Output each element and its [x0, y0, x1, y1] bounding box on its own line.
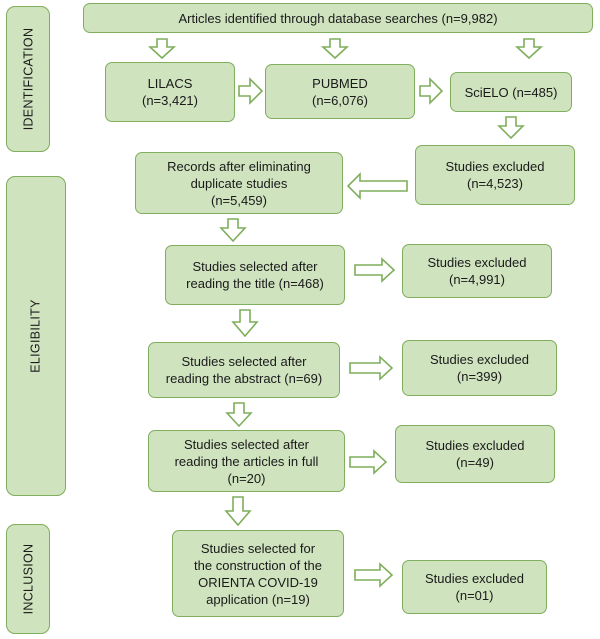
right-arrow-icon [349, 355, 394, 381]
down-arrow-icon [497, 116, 525, 140]
down-arrow-icon [147, 38, 177, 60]
node-final-selected: Studies selected for the construction of… [172, 530, 344, 617]
right-arrow-icon [354, 257, 396, 283]
node-excluded-5-text: Studies excluded (n=01) [424, 571, 524, 603]
right-arrow-icon [349, 449, 388, 475]
node-excluded-1: Studies excluded (n=4,523) [415, 145, 575, 205]
node-excluded-5: Studies excluded (n=01) [402, 560, 547, 614]
node-excluded-2-text: Studies excluded (n=4,991) [427, 255, 527, 287]
node-abstract-selected-text: Studies selected after reading the abstr… [165, 354, 323, 386]
node-after-duplicates: Records after eliminating duplicate stud… [135, 152, 343, 214]
node-pubmed-text: PUBMED (n=6,076) [311, 75, 368, 108]
left-arrow-icon [346, 172, 408, 200]
node-after-duplicates-text: Records after eliminating duplicate stud… [167, 158, 311, 208]
down-arrow-icon [224, 496, 252, 527]
node-excluded-3: Studies excluded (n=399) [402, 340, 557, 396]
down-arrow-icon [514, 38, 544, 60]
right-arrow-icon [354, 562, 394, 588]
stage-inclusion: INCLUSION [6, 524, 50, 634]
node-lilacs: LILACS (n=3,421) [105, 62, 235, 122]
node-scielo-text: SciELO (n=485) [464, 84, 558, 100]
node-fulltext-selected: Studies selected after reading the artic… [148, 430, 345, 492]
down-arrow-icon [225, 402, 253, 428]
node-excluded-3-text: Studies excluded (n=399) [429, 352, 529, 384]
stage-eligibility: ELIGIBILITY [6, 176, 66, 496]
node-abstract-selected: Studies selected after reading the abstr… [148, 342, 340, 398]
node-scielo: SciELO (n=485) [450, 72, 572, 112]
down-arrow-icon [219, 218, 247, 243]
right-arrow-icon [419, 77, 444, 105]
node-final-selected-text: Studies selected for the construction of… [194, 540, 322, 607]
node-title-selected: Studies selected after reading the title… [165, 245, 345, 305]
node-identified-text: Articles identified through database sea… [178, 10, 498, 26]
down-arrow-icon [231, 309, 259, 338]
stage-identification: IDENTIFICATION [6, 6, 50, 152]
node-identified: Articles identified through database sea… [83, 3, 593, 33]
node-excluded-4-text: Studies excluded (n=49) [425, 438, 525, 470]
node-excluded-2: Studies excluded (n=4,991) [402, 244, 552, 298]
node-fulltext-selected-text: Studies selected after reading the artic… [174, 436, 319, 486]
node-lilacs-text: LILACS (n=3,421) [141, 76, 198, 108]
right-arrow-icon [238, 77, 264, 105]
node-pubmed: PUBMED (n=6,076) [265, 64, 415, 119]
node-excluded-4: Studies excluded (n=49) [395, 425, 555, 483]
node-title-selected-text: Studies selected after reading the title… [186, 259, 324, 291]
down-arrow-icon [320, 38, 350, 60]
node-excluded-1-text: Studies excluded (n=4,523) [445, 159, 545, 191]
